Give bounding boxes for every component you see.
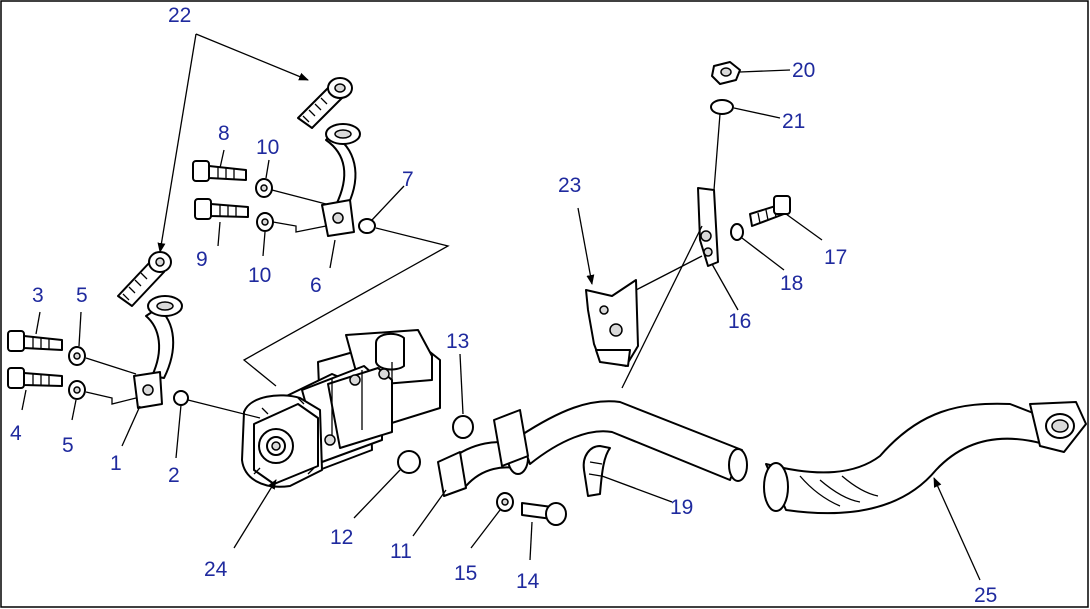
part-10-washers — [255, 178, 274, 232]
part-4-bolt — [7, 367, 63, 389]
part-7-o-ring — [358, 218, 376, 234]
part-15-washer-hole — [501, 498, 509, 506]
callout-19: 19 — [670, 496, 693, 519]
callout-2: 2 — [168, 464, 180, 487]
callout-24: 24 — [204, 558, 228, 581]
callout-17: 17 — [824, 246, 847, 269]
callout-14: 14 — [516, 570, 540, 593]
callout-11: 11 — [390, 540, 412, 563]
callout-21: 21 — [782, 110, 805, 133]
part-6-upper-tube — [321, 123, 361, 237]
callout-6: 6 — [310, 274, 322, 297]
part-9-bolt — [194, 198, 249, 220]
callout-23: 23 — [558, 174, 581, 197]
callout-18: 18 — [780, 272, 803, 295]
callout-4: 4 — [10, 422, 22, 445]
callout-1: 1 — [110, 452, 122, 475]
part-18-washer — [730, 223, 744, 241]
part-21-washer — [710, 99, 734, 115]
part-12-o-ring — [397, 450, 421, 474]
part-3-bolt — [7, 330, 63, 352]
part-22-upper-fitting — [297, 77, 353, 129]
part-14-bolt — [521, 502, 567, 526]
part-13-o-ring — [452, 415, 474, 439]
part-23-bracket — [585, 279, 639, 367]
part-5-washers — [68, 346, 86, 400]
callout-20: 20 — [792, 59, 815, 82]
part-20-nut — [711, 61, 741, 85]
part-8-bolt — [192, 160, 247, 182]
callout-25: 25 — [974, 584, 997, 607]
callout-15: 15 — [454, 562, 477, 585]
part-25-pipe — [763, 401, 1087, 515]
leader-lines — [21, 33, 981, 581]
callout-labels: 22 8 10 9 10 6 7 3 5 4 5 1 2 13 12 24 11… — [10, 4, 997, 607]
callout-16: 16 — [728, 310, 751, 333]
part-1-lower-tube — [133, 295, 183, 409]
part-19-clamp — [582, 445, 611, 497]
callout-13: 13 — [446, 330, 469, 353]
callout-7: 7 — [402, 168, 414, 191]
callout-8: 8 — [218, 122, 230, 145]
callout-3: 3 — [32, 284, 44, 307]
callout-10-lower: 10 — [248, 264, 271, 287]
callout-5-lower: 5 — [62, 434, 74, 457]
part-2-o-ring — [173, 390, 189, 406]
callout-12: 12 — [330, 526, 353, 549]
suction-pipe — [493, 400, 748, 482]
callout-10-upper: 10 — [256, 136, 279, 159]
callout-9: 9 — [196, 248, 208, 271]
part-17-bolt — [749, 195, 791, 227]
callout-5-upper: 5 — [76, 284, 88, 307]
part-24-pump — [241, 329, 441, 488]
callout-22: 22 — [168, 4, 191, 27]
